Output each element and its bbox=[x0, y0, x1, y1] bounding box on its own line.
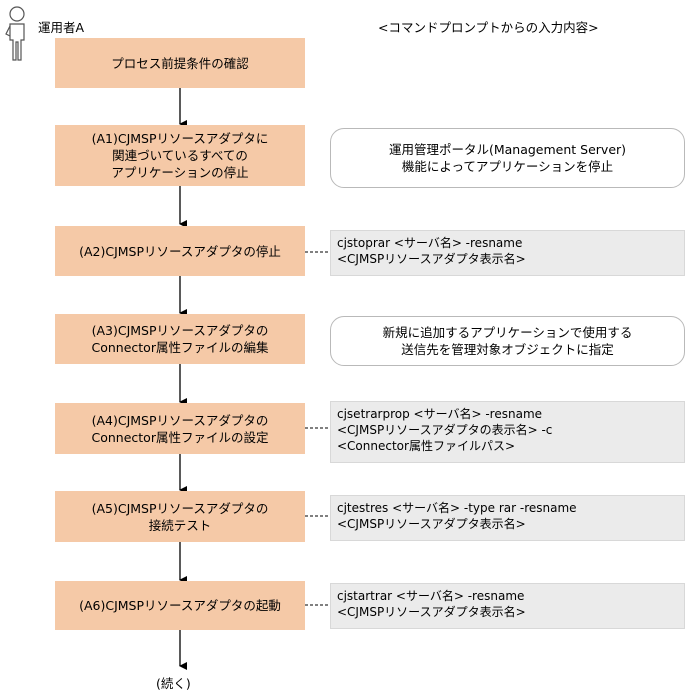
command-a4: cjsetrarprop <サーバ名> -resname <CJMSPリソースア… bbox=[330, 401, 685, 463]
step-a5: (A5)CJMSPリソースアダプタの 接続テスト bbox=[55, 491, 305, 542]
step-a1: (A1)CJMSPリソースアダプタに 関連づいているすべての アプリケーションの… bbox=[55, 125, 305, 186]
person-icon bbox=[5, 6, 25, 61]
step-a6: (A6)CJMSPリソースアダプタの起動 bbox=[55, 581, 305, 630]
step-a4: (A4)CJMSPリソースアダプタの Connector属性ファイルの設定 bbox=[55, 403, 305, 454]
actor-label: 運用者A bbox=[38, 20, 85, 35]
command-header: <コマンドプロンプトからの入力内容> bbox=[378, 20, 599, 35]
command-a6: cjstartrar <サーバ名> -resname <CJMSPリソースアダプ… bbox=[330, 583, 685, 629]
command-a2: cjstoprar <サーバ名> -resname <CJMSPリソースアダプタ… bbox=[330, 230, 685, 276]
note-a1: 運用管理ポータル(Management Server) 機能によってアプリケーシ… bbox=[330, 128, 685, 188]
step-prerequisite: プロセス前提条件の確認 bbox=[55, 38, 305, 88]
continue-label: (続く) bbox=[156, 676, 191, 691]
step-a3: (A3)CJMSPリソースアダプタの Connector属性ファイルの編集 bbox=[55, 314, 305, 364]
command-a5: cjtestres <サーバ名> -type rar -resname <CJM… bbox=[330, 495, 685, 541]
note-a3: 新規に追加するアプリケーションで使用する 送信先を管理対象オブジェクトに指定 bbox=[330, 316, 685, 366]
step-a2: (A2)CJMSPリソースアダプタの停止 bbox=[55, 226, 305, 276]
